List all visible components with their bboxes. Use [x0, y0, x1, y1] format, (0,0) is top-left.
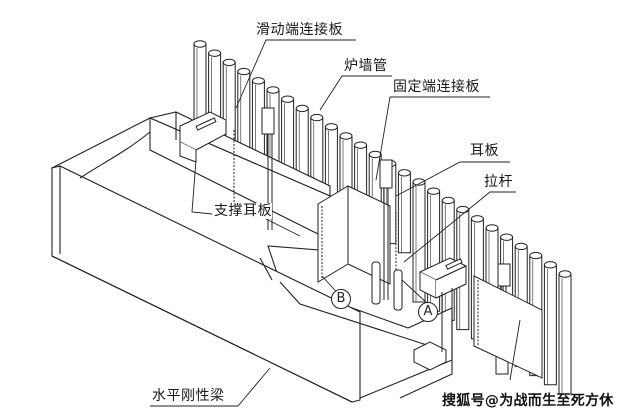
lower-tubes [371, 261, 403, 311]
label-sliding-end-plate: 滑动端连接板 [256, 22, 343, 38]
wall-tube [397, 172, 411, 254]
wall-tube-top [237, 67, 251, 76]
marker-b: B [331, 289, 351, 309]
wall-tube-top [295, 104, 309, 113]
label-fixed-end-plate: 固定端连接板 [393, 79, 480, 95]
leader-lug-plate [395, 161, 510, 197]
leader-fixed-end-plate [375, 96, 490, 181]
wall-tube-top [208, 49, 222, 57]
sliding-end-plate-drawing [179, 111, 235, 206]
leader-furnace-wall-tube [319, 75, 392, 111]
wall-tube-top [368, 150, 382, 159]
wall-tube-top [543, 261, 557, 269]
wall-tube [193, 44, 207, 125]
marker-a: A [418, 302, 438, 322]
wall-tube-top [500, 233, 514, 241]
watermark: 搜狐号@为战而生至死方休 [442, 393, 614, 409]
wall-tube-top [281, 95, 295, 103]
leader-tie-rod [403, 191, 516, 263]
label-furnace-wall-tube: 炉墙管 [344, 58, 388, 74]
wall-tube-top [397, 169, 411, 177]
wall-tube-top [485, 224, 499, 232]
wall-tube-top [324, 123, 338, 131]
leader-sliding-end-plate [235, 39, 356, 109]
lug-plate-drawing [413, 257, 543, 379]
wall-tube-top [222, 58, 236, 67]
wall-tube-top [529, 251, 543, 260]
horizontal-rigid-beam [50, 111, 453, 403]
wall-tube-top [558, 270, 572, 278]
label-support-lug: 支撑耳板 [214, 203, 272, 219]
wall-tube-top [427, 187, 441, 195]
wall-tube-top [470, 215, 484, 223]
wall-tube [543, 264, 557, 386]
wall-tube-top [456, 205, 470, 214]
label-horizontal-rigid-beam: 水平刚性梁 [152, 388, 225, 404]
wall-tube-top [412, 178, 426, 186]
leader-horizontal-rigid-beam [150, 367, 271, 407]
wall-tube-top [339, 132, 353, 140]
leader-a [401, 279, 429, 305]
wall-tube-top [251, 77, 265, 85]
leader-lines [150, 39, 521, 407]
wall-tube-top [310, 113, 324, 122]
leader-plate-right [509, 319, 521, 381]
label-lug-plate: 耳板 [470, 143, 499, 159]
wall-tube-top [441, 196, 455, 205]
wall-tube-top [266, 86, 280, 94]
wall-tube [237, 71, 251, 153]
wall-tube-top [354, 141, 368, 149]
leader-support-lug [191, 159, 213, 215]
wall-tube [558, 274, 572, 395]
wall-tube-top [514, 242, 528, 251]
label-tie-rod: 拉杆 [484, 174, 513, 190]
wall-tube-top [193, 40, 207, 48]
